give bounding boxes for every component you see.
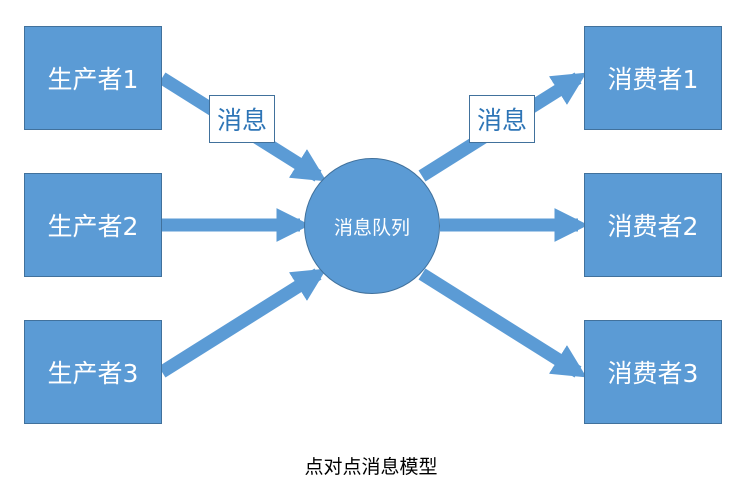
consumer-3-label: 消费者3 [607,359,699,388]
message-label-right: 消息 [469,95,535,143]
producer-3-box: 生产者3 [24,320,162,424]
consumer-1-label: 消费者1 [607,65,699,94]
producer-2-box: 生产者2 [24,173,162,277]
message-queue-label: 消息队列 [333,216,410,239]
arrow-producer3-to-queue [158,268,327,378]
producer-3-label: 生产者3 [47,359,139,388]
producer-2-label: 生产者2 [47,212,139,241]
message-queue-circle: 消息队列 [304,158,440,294]
consumer-2-label: 消费者2 [607,212,699,241]
message-label-left: 消息 [209,95,275,143]
arrow-queue-to-consumer3 [418,268,587,378]
consumer-1-box: 消费者1 [584,26,722,130]
diagram-caption: 点对点消息模型 [304,456,438,478]
consumer-3-box: 消费者3 [584,320,722,424]
consumer-2-box: 消费者2 [584,173,722,277]
producer-1-label: 生产者1 [47,65,139,94]
producer-1-box: 生产者1 [24,26,162,130]
